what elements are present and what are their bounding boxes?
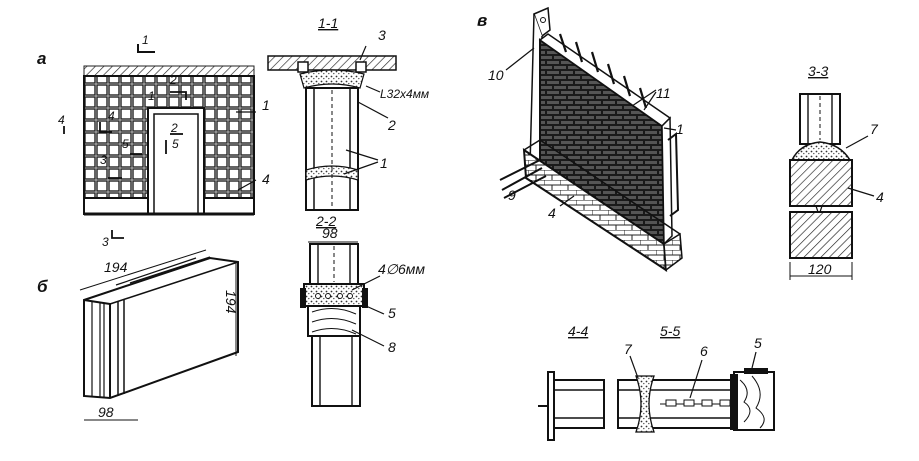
cut-mark-4a: 4 <box>108 109 115 123</box>
ceiling-slab <box>83 65 255 77</box>
mortar-bed <box>303 283 365 307</box>
section-label-5-5: 5-5 <box>660 323 680 339</box>
cut-mark-4b: 4 <box>58 113 65 127</box>
panel-a: а 1 2 2 4 4 5 5 3 3 1 1 4 <box>37 33 270 249</box>
door-jamb <box>733 371 775 431</box>
callout-wall-1: 1 <box>262 97 270 113</box>
section-2-2: 2-2 98 4∅6мм 5 8 <box>300 213 425 407</box>
section-label-3-3: 3-3 <box>808 63 828 79</box>
section-label-4-4: 4-4 <box>568 323 588 339</box>
callout-s11-3: 3 <box>378 27 386 43</box>
dim-block-width: 98 <box>98 404 114 420</box>
dim-block-length: 194 <box>104 259 128 275</box>
panel-b: б 194 194 98 <box>37 249 239 421</box>
section-4-4-5-5: 4-4 5-5 7 6 5 <box>538 323 775 441</box>
callout-s33-4: 4 <box>876 189 884 205</box>
reinforcement-bar <box>660 399 731 407</box>
panel-label-b: б <box>37 277 48 296</box>
lintel-top <box>789 159 853 207</box>
callout-s11-2: 2 <box>387 117 396 133</box>
dim-s33-width: 120 <box>808 261 832 277</box>
callout-s11-1: 1 <box>380 155 388 171</box>
callout-v-10: 10 <box>488 67 504 83</box>
cut-mark-1b: 1 <box>148 89 155 103</box>
cut-mark-3b: 3 <box>102 235 109 249</box>
callout-s33-7: 7 <box>870 121 879 137</box>
callout-v-1: 1 <box>676 121 684 137</box>
callout-s22-8: 8 <box>388 339 396 355</box>
dim-block-height: 194 <box>223 290 239 314</box>
callout-v-4: 4 <box>548 205 556 221</box>
dim-s22-width: 98 <box>322 225 338 241</box>
panel-label-v: в <box>477 11 487 30</box>
callout-s55-5: 5 <box>754 335 762 351</box>
section-1-1: 1-1 3 L32x4мм 2 1 <box>267 15 429 211</box>
cut-mark-2a: 2 <box>169 73 177 87</box>
callout-s55-6: 6 <box>700 343 708 359</box>
section-3-3: 3-3 120 7 4 <box>789 63 884 280</box>
lintel-bottom <box>789 211 853 259</box>
panel-label-a: а <box>37 49 46 68</box>
cut-mark-5b: 5 <box>172 137 179 151</box>
cut-mark-2b: 2 <box>170 121 178 135</box>
callout-v-11: 11 <box>656 85 671 101</box>
callout-s22-rebar: 4∅6мм <box>378 261 425 277</box>
section-label-2-2: 2-2 <box>315 213 336 229</box>
callout-v-9: 9 <box>508 187 516 203</box>
callout-s44-7: 7 <box>624 341 633 357</box>
callout-s11-angle: L32x4мм <box>380 87 429 101</box>
section-label-1-1: 1-1 <box>318 15 338 31</box>
mortar-joint <box>635 375 655 433</box>
callout-s22-5: 5 <box>388 305 396 321</box>
callout-wall-4: 4 <box>262 171 270 187</box>
cut-mark-5a: 5 <box>122 137 129 151</box>
door-frame <box>153 113 199 215</box>
slab-section <box>267 55 397 71</box>
panel-v: в 10 11 1 9 4 <box>477 6 684 272</box>
cut-mark-3a: 3 <box>100 153 107 167</box>
cut-mark-1: 1 <box>142 33 149 47</box>
